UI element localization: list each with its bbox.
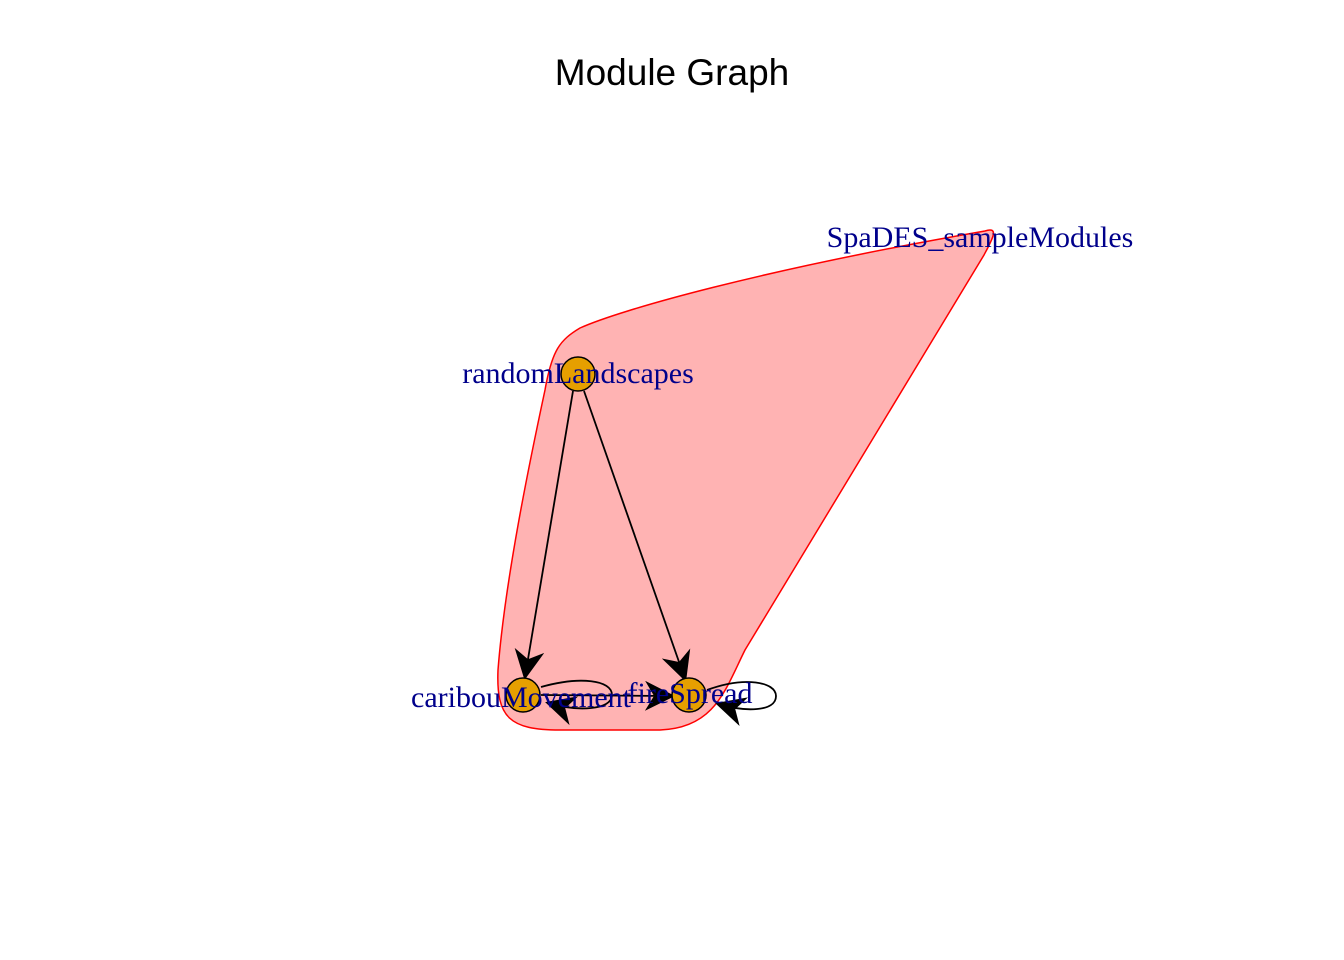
nodes bbox=[505, 356, 707, 713]
edge-fireSpread-loop bbox=[706, 681, 777, 727]
edges bbox=[514, 390, 777, 727]
node-randomLandscapes[interactable] bbox=[560, 356, 596, 392]
node-caribouMovement[interactable] bbox=[505, 677, 541, 713]
diagram-title: Module Graph bbox=[555, 52, 789, 93]
node-fireSpread[interactable] bbox=[671, 677, 707, 713]
group-label: SpaDES_sampleModules bbox=[827, 221, 1134, 254]
node-label-caribouMovement: caribouMovement bbox=[411, 681, 632, 714]
node-label-randomLandscapes: randomLandscapes bbox=[462, 357, 694, 390]
group-hull bbox=[497, 229, 995, 731]
node-label-fireSpread: fireSpread bbox=[628, 677, 753, 710]
edge-randomLandscapes-fireSpread bbox=[583, 390, 691, 682]
edge-randomLandscapes-caribouMovement bbox=[514, 390, 574, 680]
node-labels: randomLandscapes caribouMovement fireSpr… bbox=[411, 357, 752, 714]
edge-caribouMovement-fireSpread bbox=[540, 680, 675, 711]
